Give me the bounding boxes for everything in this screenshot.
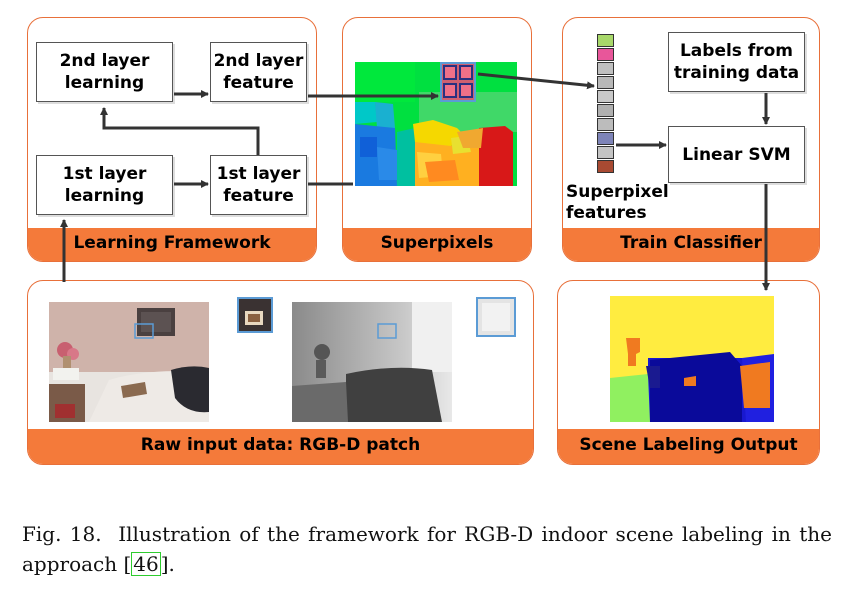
- feature-vector-cell: [597, 34, 614, 47]
- feature-vector-cell: [597, 76, 614, 89]
- superpixels-label: Superpixels: [343, 228, 531, 261]
- scene-labeling-image: [610, 296, 774, 422]
- train-classifier-label: Train Classifier: [563, 228, 819, 261]
- superpixel-image: [355, 62, 517, 186]
- feature-vector-cell: [597, 160, 614, 173]
- second-layer-feature-box: 2nd layer feature: [210, 42, 307, 102]
- rgb-image: [49, 302, 209, 422]
- feature-vector-cell: [597, 90, 614, 103]
- caption-text: Illustration of the framework for RGB-D …: [22, 522, 833, 576]
- first-layer-learning-box: 1st layer learning: [36, 155, 173, 215]
- feature-vector-cell: [597, 104, 614, 117]
- raw-input-label: Raw input data: RGB-D patch: [28, 429, 533, 464]
- feature-vector-cell: [597, 48, 614, 61]
- feature-vector-cell: [597, 118, 614, 131]
- superpixel-feature-vector: [597, 34, 614, 173]
- reference-link[interactable]: 46: [131, 552, 161, 576]
- second-layer-learning-box: 2nd layer learning: [36, 42, 173, 102]
- superpixel-features-label: Superpixel features: [566, 182, 669, 223]
- depth-zoom-patch: [476, 297, 516, 337]
- labels-from-training-box: Labels from training data: [668, 32, 805, 92]
- learning-framework-label: Learning Framework: [28, 228, 316, 261]
- feature-vector-cell: [597, 146, 614, 159]
- rgb-zoom-patch: [237, 297, 273, 333]
- caption-suffix: ].: [160, 552, 175, 576]
- figure-caption: Fig. 18. Illustration of the framework f…: [22, 519, 832, 579]
- caption-prefix: Fig. 18.: [22, 522, 102, 546]
- scene-output-label: Scene Labeling Output: [558, 429, 819, 464]
- feature-vector-cell: [597, 62, 614, 75]
- linear-svm-box: Linear SVM: [668, 126, 805, 183]
- feature-vector-cell: [597, 132, 614, 145]
- superpixel-highlight-grid: [440, 62, 476, 102]
- depth-image: [292, 302, 452, 422]
- first-layer-feature-box: 1st layer feature: [210, 155, 307, 215]
